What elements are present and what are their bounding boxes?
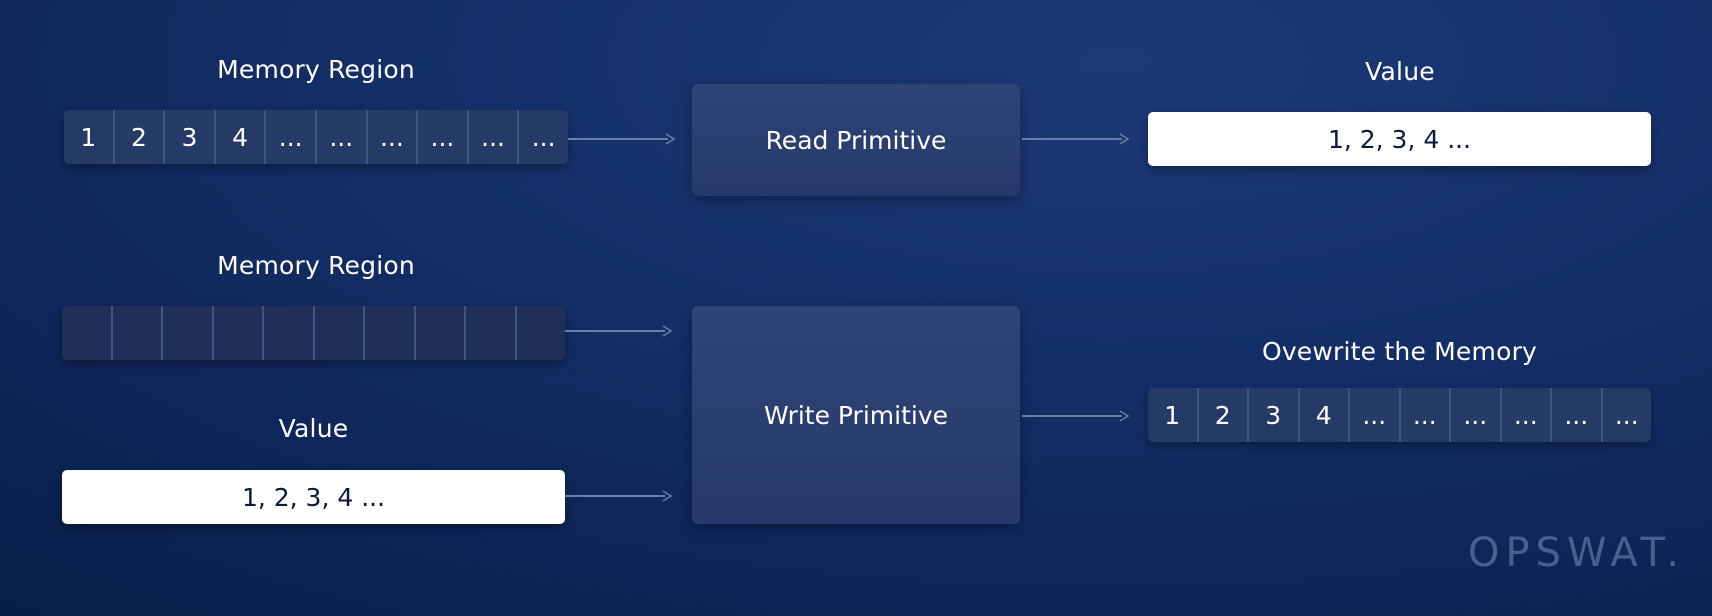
read-value-label: Value — [1365, 57, 1435, 86]
memory-cell: ... — [466, 110, 518, 164]
read-output-arrow — [1022, 133, 1130, 145]
empty-memory-cell — [262, 306, 313, 360]
memory-cell: ... — [416, 110, 467, 164]
memory-cell: ... — [1398, 388, 1450, 442]
memory-cell: ... — [517, 110, 568, 164]
memory-cell: ... — [1499, 388, 1551, 442]
memory-cell: 4 — [213, 110, 265, 164]
write-primitive-box: Write Primitive — [692, 306, 1020, 524]
empty-memory-cell — [514, 306, 566, 360]
arrowhead-icon — [665, 133, 676, 145]
write-primitive-label: Write Primitive — [763, 400, 949, 430]
read-primitive-box: Read Primitive — [692, 84, 1020, 196]
empty-memory-cell — [413, 306, 465, 360]
memory-cell: 2 — [112, 110, 164, 164]
empty-memory-cell — [161, 306, 212, 360]
write-output-arrow — [1022, 410, 1130, 422]
write-value-label: Value — [278, 414, 349, 443]
write-value-arrow — [565, 490, 673, 502]
memory-cell: ... — [1449, 388, 1500, 442]
write-region-label: Memory Region — [217, 251, 415, 280]
overwrite-label: Ovewrite the Memory — [1261, 337, 1538, 366]
memory-cell: 1 — [1164, 400, 1181, 430]
arrowhead-icon — [662, 490, 673, 502]
empty-memory-cell — [464, 306, 515, 360]
read-primitive-label: Read Primitive — [765, 125, 947, 155]
memory-cell: 3 — [1247, 388, 1298, 442]
arrowhead-icon — [1119, 133, 1130, 145]
write-value-box: 1, 2, 3, 4 ... — [62, 470, 565, 524]
empty-memory-cell — [363, 306, 414, 360]
empty-memory-cell — [62, 306, 111, 360]
memory-cell: ... — [264, 110, 315, 164]
empty-memory-cell — [110, 306, 162, 360]
memory-cell: 3 — [163, 110, 214, 164]
memory-cell: 4 — [1297, 388, 1349, 442]
write-region-arrow — [565, 325, 673, 337]
empty-memory-cell — [211, 306, 263, 360]
memory-cell: 1 — [80, 122, 97, 152]
memory-cell: ... — [1600, 388, 1652, 442]
memory-cell: ... — [365, 110, 417, 164]
arrowhead-icon — [1119, 410, 1130, 422]
read-region-label: Memory Region — [217, 55, 415, 84]
memory-cell: ... — [1550, 388, 1601, 442]
memory-cell: ... — [1348, 388, 1399, 442]
memory-cell: 2 — [1196, 388, 1248, 442]
arrowhead-icon — [662, 325, 673, 337]
read-value-box: 1, 2, 3, 4 ... — [1148, 112, 1651, 166]
read-input-arrow — [568, 133, 676, 145]
opswat-logo: OPSWAT. — [1468, 530, 1686, 576]
memory-cell: ... — [314, 110, 366, 164]
empty-memory-cell — [312, 306, 364, 360]
write-memory-region — [62, 306, 565, 360]
